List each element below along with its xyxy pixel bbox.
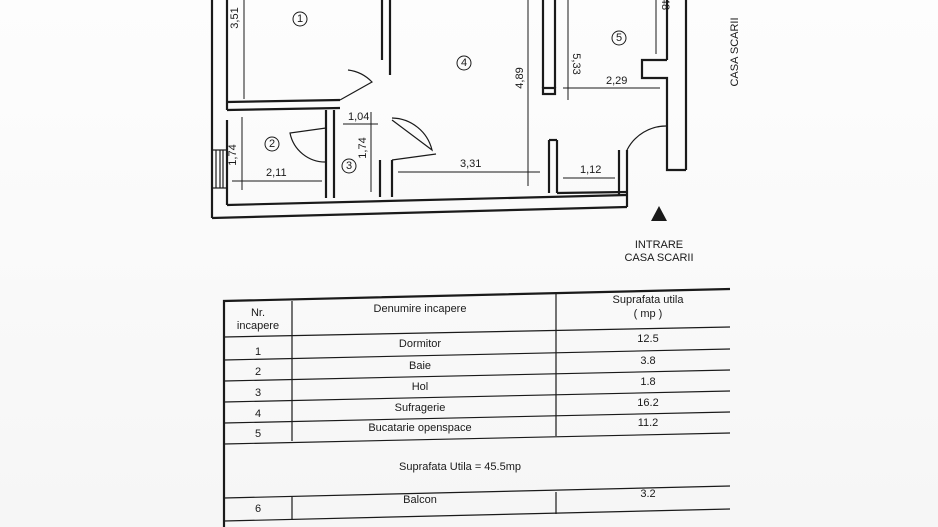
row-area: 3.8 — [640, 355, 655, 367]
room-table — [222, 287, 731, 527]
room-number-4: 4 — [461, 57, 467, 69]
header-nr-line2: incapere — [237, 320, 279, 332]
plan-dimension-labels: 3,51 1,74 2,11 1,04 1,74 3,31 4,89 5,33 … — [227, 0, 671, 179]
room-number-1: 1 — [297, 13, 303, 25]
dim-label-3: 2,11 — [266, 167, 287, 179]
stair-label: CASA SCARII — [729, 17, 741, 86]
room-number-5: 5 — [616, 32, 622, 44]
total-area: Suprafata Utila = 45.5mp — [399, 461, 521, 473]
row-area: 11.2 — [638, 417, 659, 429]
row-name: Balcon — [403, 494, 437, 506]
dim-label-7: 4,89 — [514, 67, 526, 88]
dim-label-5: 1,74 — [357, 137, 369, 158]
row-nr: 6 — [255, 503, 261, 515]
row-area: 16.2 — [637, 397, 658, 409]
dim-label-4: 1,04 — [348, 111, 369, 123]
table-row: 5 Bucatarie openspace 11.2 — [255, 417, 658, 440]
row-nr: 4 — [255, 408, 261, 420]
row-name: Dormitor — [399, 338, 442, 350]
entrance-label-line2: CASA SCARII — [624, 252, 693, 264]
room-number-2: 2 — [269, 138, 275, 150]
table-row: 3 Hol 1.8 — [255, 376, 656, 399]
header-name: Denumire incapere — [374, 303, 467, 315]
row-nr: 2 — [255, 366, 261, 378]
dim-label-11: 48 — [659, 0, 671, 10]
plan-dimension-lines — [232, 0, 660, 192]
row-name: Bucatarie openspace — [368, 422, 471, 434]
row-nr: 5 — [255, 428, 261, 440]
row-area: 3.2 — [640, 488, 655, 500]
table-row: 4 Sufragerie 16.2 — [255, 397, 659, 420]
row-area: 12.5 — [637, 333, 658, 345]
dim-label-2: 1,74 — [227, 144, 239, 165]
row-name: Hol — [412, 381, 429, 393]
row-nr: 1 — [255, 346, 261, 358]
dim-label-9: 2,29 — [606, 75, 627, 87]
dim-label-1: 3,51 — [229, 7, 241, 28]
dim-label-8: 5,33 — [570, 53, 582, 74]
row-name: Baie — [409, 360, 431, 372]
entrance-arrow-icon — [651, 206, 667, 221]
room-number-3: 3 — [346, 160, 352, 172]
plan-doors — [289, 69, 668, 163]
header-nr-line1: Nr. — [251, 307, 265, 319]
header-area-line2: ( mp ) — [634, 308, 663, 320]
table-row-balcony: 6 Balcon 3.2 — [255, 488, 656, 515]
table-row: 1 Dormitor 12.5 — [255, 333, 659, 358]
entrance-label-line1: INTRARE — [635, 239, 683, 251]
plan-room-numbers: 1 2 3 4 5 — [264, 11, 627, 174]
row-nr: 3 — [255, 387, 261, 399]
dim-label-10: 1,12 — [580, 164, 601, 176]
plan-walls — [210, 0, 688, 220]
table-row: 2 Baie 3.8 — [255, 355, 656, 378]
header-area-line1: Suprafata utila — [613, 294, 685, 306]
row-area: 1.8 — [640, 376, 655, 388]
dim-label-6: 3,31 — [460, 158, 481, 170]
row-name: Sufragerie — [395, 402, 446, 414]
